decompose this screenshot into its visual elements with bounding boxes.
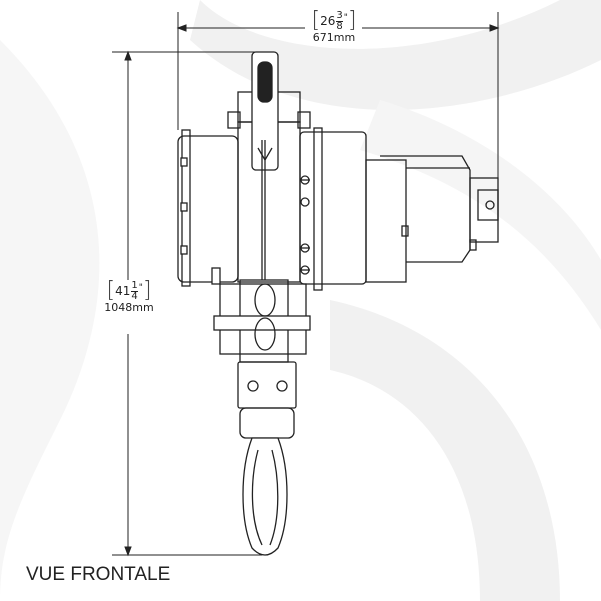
height-dimension-lines — [112, 50, 262, 557]
width-inches-whole: 26 — [320, 14, 336, 28]
view-title: VUE FRONTALE — [26, 564, 171, 585]
top-suspension-hook — [251, 51, 279, 280]
load-block — [213, 279, 311, 439]
motor-housing — [177, 91, 367, 291]
bottom-hook — [242, 437, 288, 556]
width-dimension-lines — [176, 12, 500, 178]
width-metric: 671mm — [312, 31, 356, 44]
control-box — [365, 155, 499, 283]
height-inches-whole: 41 — [115, 284, 131, 298]
height-metric: 1048mm — [104, 301, 154, 314]
